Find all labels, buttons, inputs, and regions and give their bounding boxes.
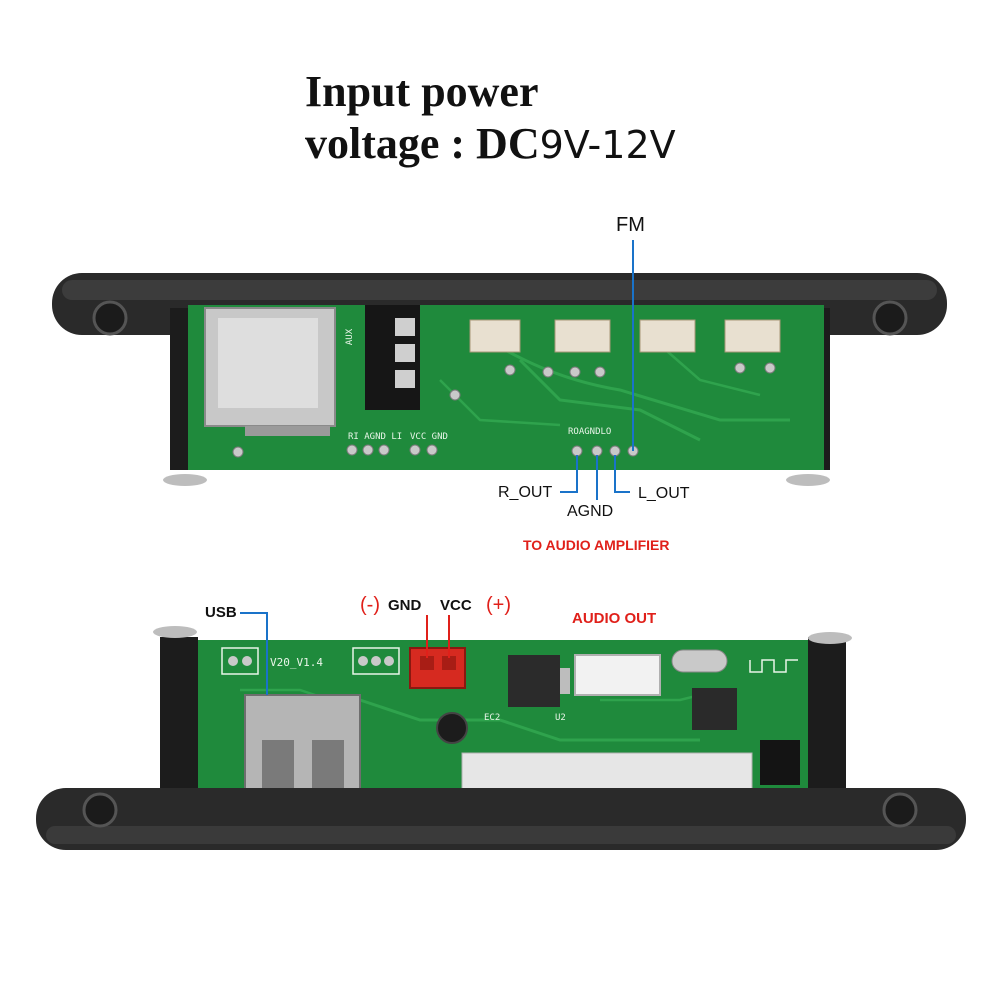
voltage-regulator [508,655,560,707]
silk-ec2: EC2 [484,713,501,723]
title-line-1: Input power [305,67,539,116]
agnd-label: AGND [567,503,614,520]
title-voltage-value: 9V-12V [539,123,676,167]
top-bolt-right [786,474,830,486]
top-bolt-left [163,474,207,486]
title-voltage-prefix: voltage : DC [305,119,540,168]
gnd-minus-sign: (-) [360,594,380,616]
bottom-bracket-left [160,637,198,795]
r-out-label: R_OUT [498,484,553,501]
bluetooth-chip [692,688,737,730]
button-2 [554,319,611,353]
usb-label: USB [205,604,237,621]
top-board-graphic [52,273,947,486]
bottom-screw-right [882,792,918,828]
bottom-callout-lines [240,612,268,695]
fm-label: FM [616,214,645,236]
bottom-screw-left [82,792,118,828]
silk-version: V20_V1.4 [270,656,323,669]
top-screw-right [872,300,908,336]
silk-roagndlo: ROAGNDLO [568,427,612,437]
top-faceplate-sheen [62,280,937,300]
top-screw-left [92,300,128,336]
audio-out-connector [574,654,661,696]
silk-aux: AUX [345,328,356,346]
audio-out-label: AUDIO OUT [572,610,657,627]
vcc-label: VCC [440,597,472,614]
to-audio-amplifier-label: TO AUDIO AMPLIFIER [523,537,670,553]
bottom-board-graphic [36,626,966,850]
capacitor [436,712,468,744]
top-callout-lines [560,240,634,500]
power-callout-lines [426,615,450,658]
gnd-label: GND [388,597,422,614]
power-connector [409,647,466,689]
button-1 [469,319,521,353]
vcc-plus-sign: (+) [486,594,511,616]
silk-vcc-gnd: VCC GND [410,432,448,442]
silk-u2: U2 [555,713,566,723]
bottom-bracket-right [808,637,846,795]
title-line-2: voltage : DC9V-12V [305,118,676,169]
l-out-label: L_OUT [638,485,690,502]
crystal [671,649,728,673]
button-3 [639,319,696,353]
button-4 [724,319,781,353]
silk-ri-agnd-li: RI AGND LI [348,432,403,442]
